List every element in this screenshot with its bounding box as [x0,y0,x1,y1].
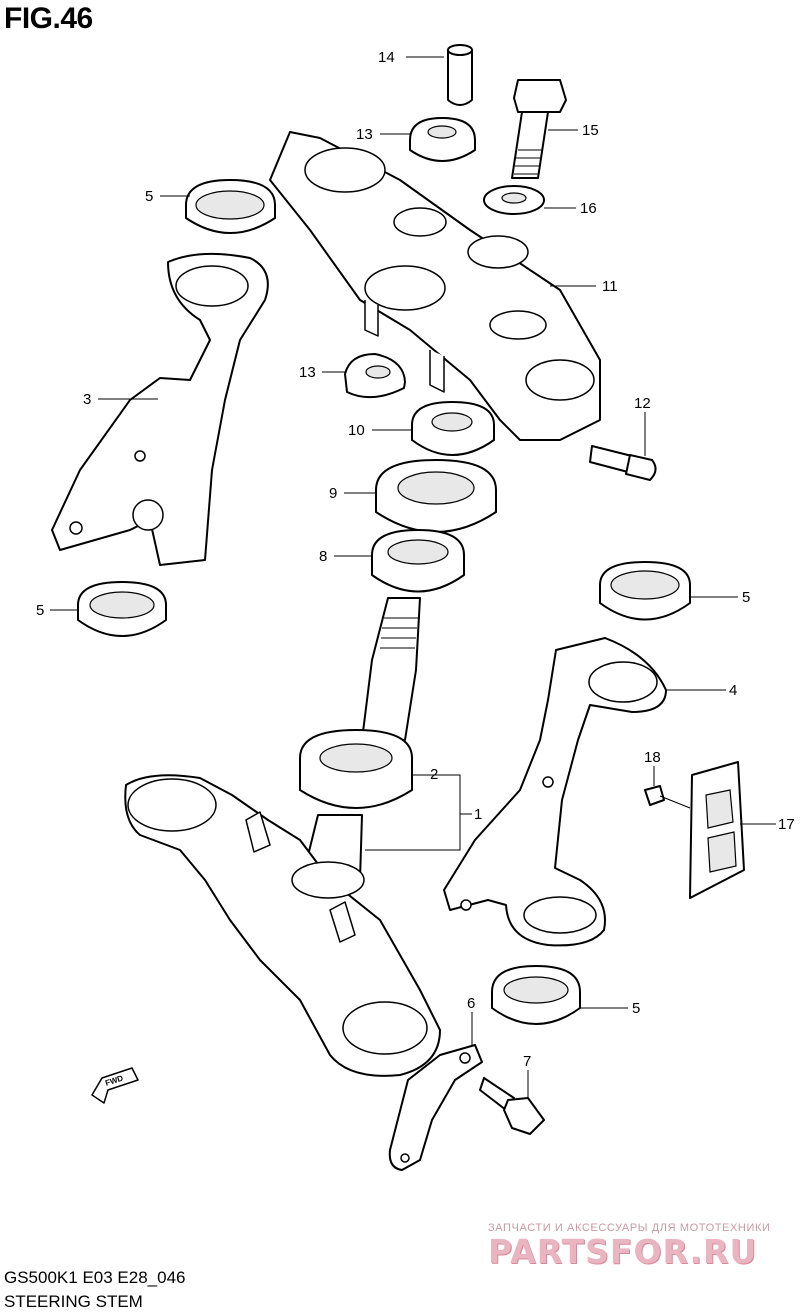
callout-3: 3 [83,391,91,408]
part-5-seal-mid-right [599,561,691,621]
callout-5-mid-right: 5 [742,589,750,606]
callout-9: 9 [329,485,337,502]
leader-lines [50,56,776,1098]
part-13-top-cap [409,117,476,162]
part-8-bearing [371,529,465,593]
part-6-hose-bracket [388,1044,483,1171]
part-16-washer [483,185,545,215]
callout-12: 12 [634,395,651,412]
watermark-logo: PARTSFOR.RU [488,1232,758,1271]
watermark-tagline: ЗАПЧАСТИ И АКСЕССУАРЫ ДЛЯ МОТОТЕХНИКИ [488,1222,771,1234]
part-5-seal-mid-left [77,581,167,637]
part-10-stem-nut [411,401,495,456]
callout-5-bottom: 5 [632,1000,640,1017]
callout-8: 8 [319,548,327,565]
part-17-plate [689,761,745,899]
part-14-spacer [447,44,473,106]
part-15-bolt [511,79,567,179]
callout-5-mid-left: 5 [36,602,44,619]
callout-13-top: 13 [356,126,373,143]
part-13-mid-cap [344,353,406,399]
callout-14: 14 [378,49,395,66]
callout-10: 10 [348,422,365,439]
part-5-seal-bottom [491,965,581,1025]
callout-labels: 14 13 15 5 16 11 3 13 12 10 9 8 5 5 4 18… [36,49,795,1070]
part-7-bolt [479,1077,545,1135]
callout-13-mid: 13 [299,364,316,381]
callout-1: 1 [474,806,482,823]
callout-18: 18 [644,749,661,766]
part-9-dust-seal [375,459,497,533]
footer-diagram-name: STEERING STEM [4,1292,143,1311]
callout-2: 2 [430,766,438,783]
callout-5-top-left: 5 [145,188,153,205]
callout-15: 15 [582,122,599,139]
callout-17: 17 [778,816,795,833]
part-18-nut [644,785,665,806]
fwd-direction-marker: FWD [91,1067,139,1104]
part-1-lower-bracket [124,774,441,1077]
callout-11: 11 [602,278,618,295]
callout-6: 6 [467,995,475,1012]
footer-model-code: GS500K1 E03 E28_046 [4,1268,186,1287]
figure-title: FIG.46 [4,2,93,35]
callout-16: 16 [580,200,597,217]
callout-7: 7 [523,1053,531,1070]
part-11-upper-bracket [269,131,601,441]
part-12-cap-screw [589,445,657,481]
callout-4: 4 [729,682,737,699]
part-3-left-bracket [51,252,269,566]
part-4-right-bracket [443,637,667,947]
part-1-steering-stem [299,597,421,881]
part-5-seal-top-left [185,179,276,234]
